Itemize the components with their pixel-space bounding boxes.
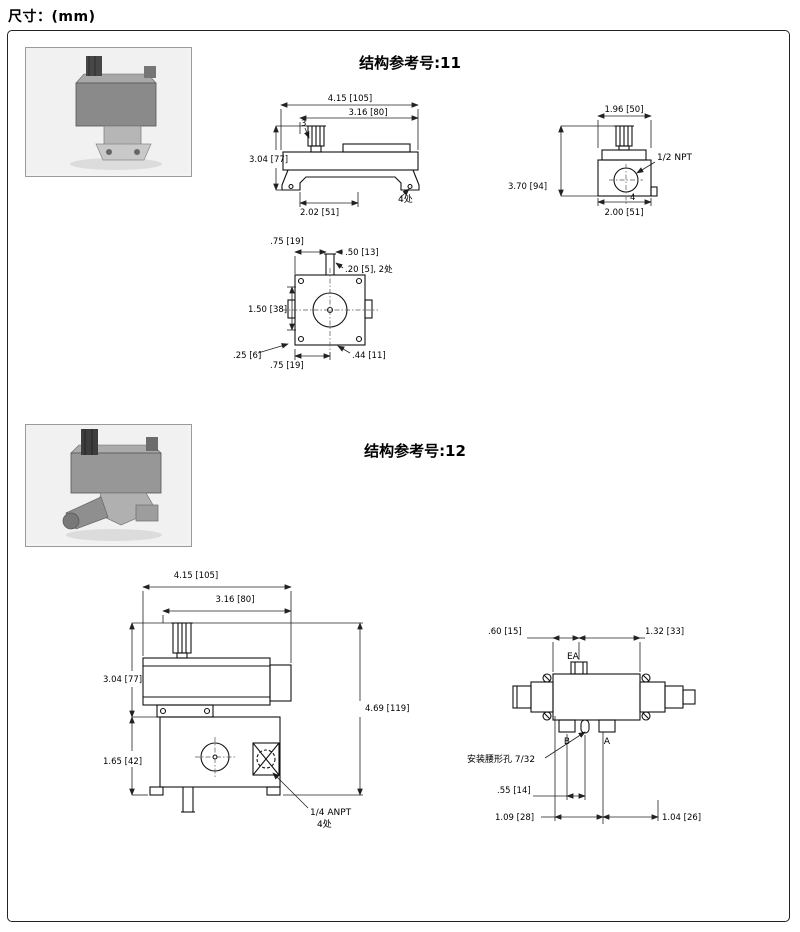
dim-inner-width: 3.16 [80] <box>348 108 387 118</box>
note-four: 4 <box>630 193 635 203</box>
ref12-front-dimension-lines <box>129 584 363 809</box>
note-4-places: 4处 <box>317 818 332 830</box>
dim-height: 3.04 [77] <box>249 155 288 165</box>
ref12-side-view: .60 [15] 1.32 [33] EA B A 安装腰形孔 7/32 .55… <box>467 627 701 824</box>
dim-b-offset: .55 [14] <box>497 786 531 796</box>
drawing-frame <box>7 30 790 922</box>
ref11-front-valve-outline <box>281 125 420 191</box>
ref12-photo-box <box>25 424 192 547</box>
dim-top-left: .60 [15] <box>488 627 522 637</box>
ref12-front-valve-outline <box>142 622 292 813</box>
ref11-front-view: 4.15 [105] 3.16 [80] 3 3.04 [77] 2.02 [5… <box>249 94 420 218</box>
dim-total-height: 4.69 [119] <box>365 704 409 714</box>
dim-base: 2.00 [51] <box>604 208 643 218</box>
dim-right: .44 [11] <box>352 351 386 361</box>
dim-height: 1.50 [38] <box>248 305 287 315</box>
ref11-side-view: 1.96 [50] 1/2 NPT 3.70 [94] 2.00 [51] 4 <box>508 105 693 218</box>
dim-height: 3.70 [94] <box>508 182 547 192</box>
dim-bottom-right: 1.04 [26] <box>662 813 701 823</box>
ref11-title: 结构参考号:11 <box>359 54 461 72</box>
ref12-front-view: 4.15 [105] 3.16 [80] 3.04 [77] 1.65 [42]… <box>103 571 409 830</box>
mounting-slot-note: 安装腰形孔 7/32 <box>467 753 535 765</box>
port-ea-label: EA <box>567 652 580 662</box>
ref12-side-dimension-lines <box>527 635 659 824</box>
dim-width: 1.96 [50] <box>604 105 643 115</box>
dim-slot-length: .50 [13] <box>345 248 379 258</box>
port-size-label: 1/2 NPT <box>657 153 693 163</box>
dim-top-right: 1.32 [33] <box>645 627 684 637</box>
ref12-title: 结构参考号:12 <box>364 442 466 460</box>
ref11-side-valve-outline <box>597 125 658 197</box>
ref11-bottom-view: .75 [19] .50 [13] .20 [5], 2处 1.50 [38] … <box>233 237 393 371</box>
ref11-side-dimension-lines <box>558 113 656 206</box>
dim-offset: .25 [6] <box>233 351 261 361</box>
dim-inner-width: 3.16 [80] <box>215 595 254 605</box>
dim-overall-width: 4.15 [105] <box>174 571 218 581</box>
ref12-photo <box>26 425 189 544</box>
note-4-places: 4处 <box>398 193 413 205</box>
dim-bottom: .75 [19] <box>270 361 304 371</box>
dim-bottom-left: 1.09 [28] <box>495 813 534 823</box>
ref12-side-manifold-outline <box>512 661 696 734</box>
dim-top: .75 [19] <box>270 237 304 247</box>
dim-overall-width: 4.15 [105] <box>328 94 372 104</box>
port-a-label: A <box>604 737 611 747</box>
port-size-label: 1/4 ANPT <box>310 808 352 818</box>
ref11-front-dimension-lines <box>273 102 419 207</box>
units-label: 尺寸：(mm) <box>8 9 96 25</box>
port-b-label: B <box>564 737 570 747</box>
dim-slot-width: .20 [5], 2处 <box>345 264 393 275</box>
ref11-photo-box <box>25 47 192 177</box>
ref11-photo <box>26 48 189 174</box>
dim-upper-height: 3.04 [77] <box>103 675 142 685</box>
dim-lower-height: 1.65 [42] <box>103 757 142 767</box>
dim-three: 3 <box>301 119 306 129</box>
dim-base-width: 2.02 [51] <box>300 208 339 218</box>
